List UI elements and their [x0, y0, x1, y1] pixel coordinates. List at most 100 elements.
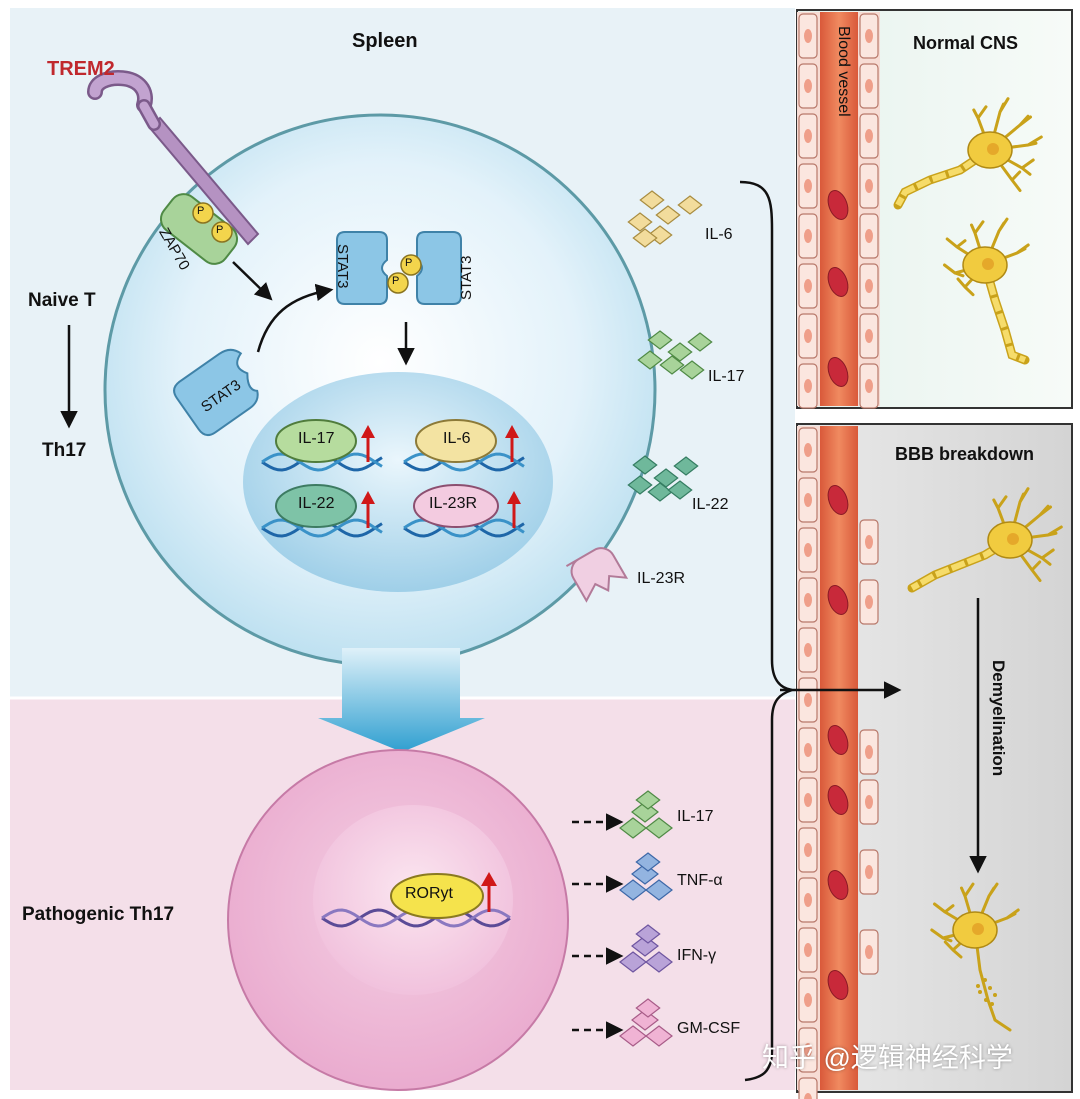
gene-il6-label: IL-6: [443, 430, 471, 447]
endothelial-nucleus: [804, 443, 812, 457]
endothelial-nucleus: [804, 693, 812, 707]
endothelial-nucleus: [804, 793, 812, 807]
blood-vessel-label: Blood vessel: [835, 26, 852, 117]
pathogenic-th17-label: Pathogenic Th17: [22, 904, 175, 925]
cytokine-diamond: [627, 212, 653, 232]
cytokine-diamond: [619, 879, 647, 901]
secreted-il22-label: IL-22: [692, 496, 729, 513]
cytokine-diamond: [645, 1025, 673, 1047]
endothelial-nucleus: [804, 1043, 812, 1057]
stat3-dimer: [336, 231, 462, 305]
phospho-circle: [387, 272, 409, 294]
myelin-debris: [993, 993, 997, 997]
stat3-right-label: STAT3: [458, 255, 475, 300]
endothelial-nucleus: [804, 743, 812, 757]
endothelial-nucleus: [865, 379, 873, 393]
red-blood-cell: [827, 357, 849, 387]
endothelial-cell: [798, 1077, 818, 1099]
gene-il17-bubble: [275, 419, 357, 463]
differentiation-arrow: [318, 648, 485, 752]
phospho-circle: [400, 254, 422, 276]
phospho-label: P: [216, 224, 224, 236]
myelin-debris: [983, 978, 987, 982]
endothelial-nucleus: [865, 865, 873, 879]
gene-il6-bubble: [415, 419, 497, 463]
secreted-il23r-label: IL-23R: [637, 570, 686, 587]
red-blood-cell: [827, 190, 849, 220]
arrow-stat3-dimerization: [256, 283, 334, 353]
trem2-receptor: [87, 69, 260, 246]
phospho-label: P: [197, 205, 205, 217]
cytokine-diamond: [635, 924, 661, 944]
endothelial-nucleus: [804, 179, 812, 193]
endothelial-nucleus: [804, 129, 812, 143]
secreted-gmcsf-label: GM-CSF: [677, 1020, 741, 1037]
gene-il23r-bubble: [413, 484, 499, 528]
myelin-debris: [988, 986, 992, 990]
endothelial-nucleus: [804, 229, 812, 243]
myelin-debris: [984, 998, 988, 1002]
secreted-il6-label: IL-6: [705, 226, 733, 243]
spleen-title: Spleen: [352, 30, 418, 52]
upregulation-arrowhead: [361, 491, 375, 504]
myelin-debris: [990, 1002, 994, 1006]
cytokine-diamond: [679, 360, 705, 380]
red-blood-cell: [827, 725, 849, 755]
neuron: [907, 487, 1063, 593]
arrow-zap70-to-stat3: [232, 261, 273, 301]
endothelial-nucleus: [865, 795, 873, 809]
cytokine-diamond: [635, 998, 661, 1018]
trem2-label: TREM2: [47, 58, 115, 80]
phospho-circle: [211, 221, 233, 243]
gene-il22-label: IL-22: [298, 495, 335, 512]
endothelial-nucleus: [804, 543, 812, 557]
red-blood-cell: [827, 870, 849, 900]
cytokine-diamond: [635, 790, 661, 810]
endothelial-nucleus: [865, 745, 873, 759]
neuron: [893, 97, 1043, 210]
spleen-nucleus: [243, 372, 553, 592]
cytokine-diamond: [632, 455, 658, 475]
endothelial-nucleus: [865, 945, 873, 959]
secreted-tnfa-label: TNF-α: [677, 872, 723, 889]
endothelial-nucleus: [865, 329, 873, 343]
phospho-circle: [192, 202, 214, 224]
myelin-debris: [976, 984, 980, 988]
cytokine-diamond: [635, 852, 661, 872]
endothelial-nucleus: [865, 29, 873, 43]
cytokine-diamond: [673, 456, 699, 476]
cytokine-diamond: [659, 355, 685, 375]
endothelial-nucleus: [865, 229, 873, 243]
upregulation-arrowhead: [507, 491, 521, 504]
upregulation-arrowhead: [361, 425, 375, 438]
cytokine-diamond: [619, 951, 647, 973]
rorgt-bubble: [390, 873, 484, 919]
endothelial-nucleus: [804, 29, 812, 43]
endothelial-nucleus: [865, 535, 873, 549]
phospho-label: P: [405, 257, 413, 269]
endothelial-nucleus: [865, 79, 873, 93]
cytokine-diamond: [667, 342, 693, 362]
cytokine-diamond: [645, 879, 673, 901]
endothelial-nucleus: [865, 279, 873, 293]
endothelial-nucleus: [865, 129, 873, 143]
myelin-debris: [978, 990, 982, 994]
gene-il23r-label: IL-23R: [429, 495, 478, 512]
endothelial-nucleus: [804, 1093, 812, 1099]
gene-il17-label: IL-17: [298, 430, 335, 447]
endothelial-nucleus: [804, 493, 812, 507]
normal-cns-title: Normal CNS: [913, 33, 1019, 53]
endothelial-nucleus: [804, 379, 812, 393]
cytokine-diamond: [647, 482, 673, 502]
endothelial-nucleus: [804, 593, 812, 607]
endothelial-nucleus: [804, 279, 812, 293]
endothelial-nucleus: [865, 595, 873, 609]
cytokine-diamond: [687, 332, 713, 352]
cytokine-diamond: [677, 195, 703, 215]
phospho-label: P: [392, 275, 400, 287]
neuron: [930, 882, 1020, 1032]
bbb-breakdown-title: BBB breakdown: [895, 444, 1035, 464]
endothelial-nucleus: [804, 329, 812, 343]
cytokine-diamond: [645, 817, 673, 839]
